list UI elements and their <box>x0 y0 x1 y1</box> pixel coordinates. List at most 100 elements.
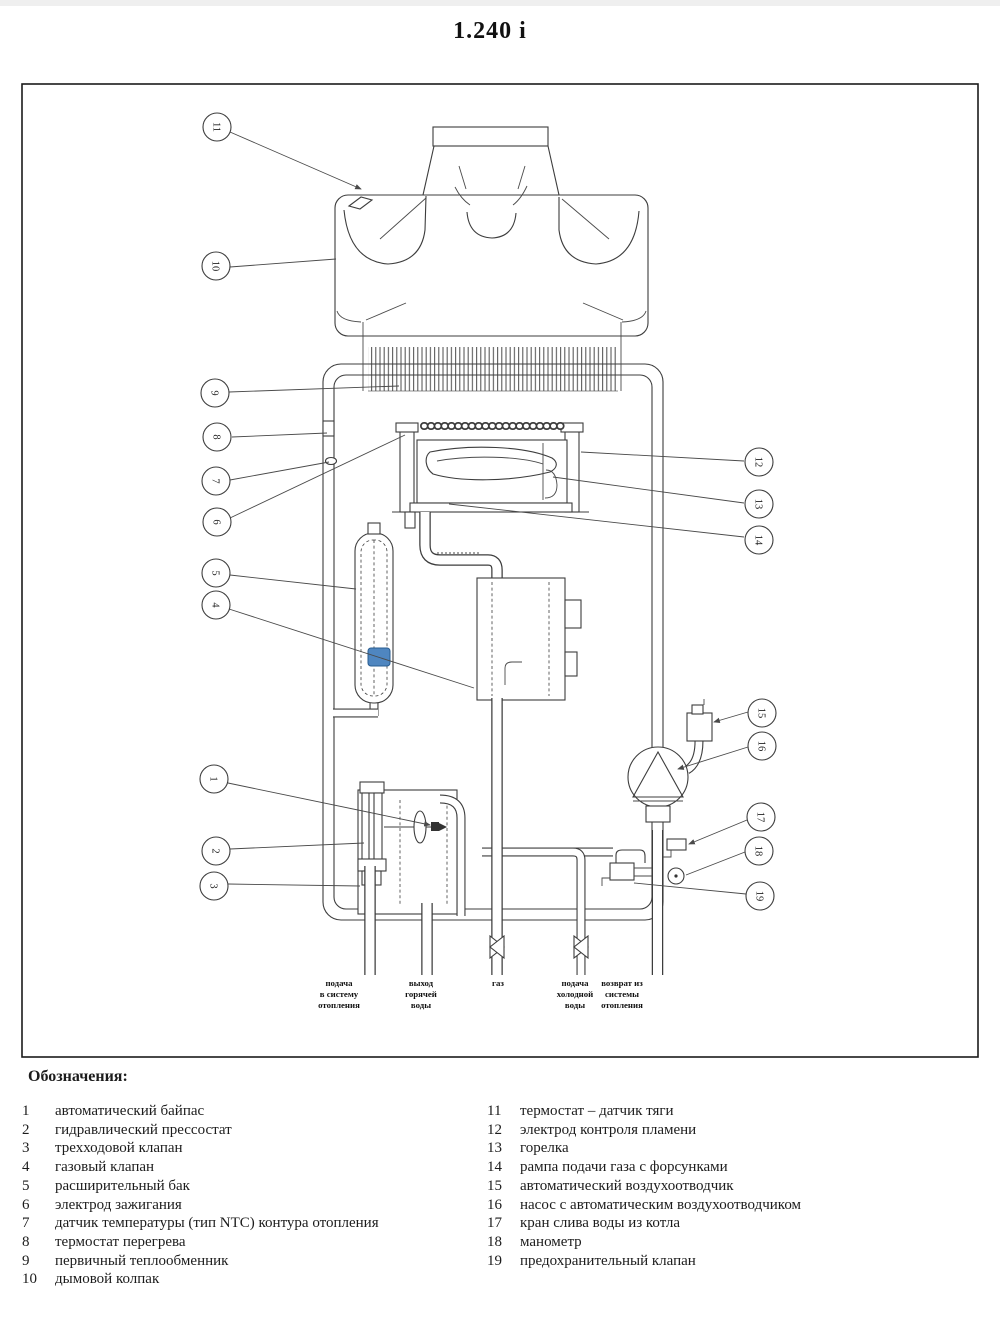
legend-item-number: 14 <box>487 1159 502 1176</box>
safety-valve <box>601 849 652 886</box>
legend-item-number: 1 <box>22 1103 30 1119</box>
svg-text:отопления: отопления <box>318 1000 360 1010</box>
svg-text:возврат из: возврат из <box>601 978 643 988</box>
air-vent <box>686 712 713 742</box>
bypass-valve-disc <box>413 810 427 844</box>
scan-edge <box>0 0 1000 6</box>
legend-item-text: насос с автоматическим воздухоотводчиком <box>520 1196 802 1213</box>
legend-heading: Обозначения: <box>28 1068 128 1085</box>
callout-9: 9 <box>200 378 230 408</box>
callout-10: 10 <box>201 251 231 281</box>
svg-text:15: 15 <box>756 708 767 719</box>
legend-item-number: 2 <box>22 1121 30 1138</box>
callout-17: 17 <box>746 802 776 832</box>
svg-text:8: 8 <box>211 434 222 439</box>
legend-item-number: 3 <box>22 1140 30 1157</box>
callout-6: 6 <box>202 507 232 537</box>
callout-18: 18 <box>744 836 774 866</box>
gas-feed-pipe <box>419 512 503 580</box>
svg-text:в систему: в систему <box>320 989 359 999</box>
callout-leader-lines <box>227 131 749 895</box>
svg-text:4: 4 <box>210 602 221 608</box>
legend-item: 15 автоматический воздухоотводчик <box>487 1177 972 1196</box>
legend-item-text: автоматический воздухоотводчик <box>520 1177 734 1194</box>
legend-item-number: 10 <box>22 1271 37 1288</box>
svg-text:горячей: горячей <box>405 989 437 999</box>
svg-text:5: 5 <box>210 570 221 575</box>
callout-19: 19 <box>745 881 775 911</box>
legend-item-number: 19 <box>487 1252 502 1269</box>
flue-hood <box>334 185 649 391</box>
legend-item-text: предохранительный клапан <box>520 1252 696 1269</box>
callout-2: 2 <box>201 836 231 866</box>
svg-text:16: 16 <box>756 741 767 752</box>
cold-shutoff-valve <box>573 934 589 960</box>
legend-item-number: 6 <box>22 1196 30 1213</box>
legend-item: 19 предохранительный клапан <box>487 1252 972 1271</box>
page-title: 1.240 i <box>453 18 527 44</box>
svg-text:системы: системы <box>605 989 639 999</box>
legend-item-text: расширительный бак <box>55 1177 190 1194</box>
svg-text:1: 1 <box>208 776 219 781</box>
callout-7: 7 <box>201 466 231 496</box>
legend-item-number: 15 <box>487 1177 502 1194</box>
legend-item-text: автоматический байпас <box>55 1103 205 1119</box>
legend-item-number: 5 <box>22 1177 30 1194</box>
legend-item-text: первичный теплообменник <box>55 1252 229 1269</box>
callout-12: 12 <box>744 447 774 477</box>
legend-item-number: 16 <box>487 1196 502 1213</box>
callouts: 11 10 9 8 7 6 5 4 1 2 3 12 13 14 15 16 1… <box>199 112 777 911</box>
callout-4: 4 <box>201 590 231 620</box>
overheat-thermostat <box>322 420 335 437</box>
legend-item-number: 7 <box>22 1215 30 1232</box>
service-pipes <box>364 698 664 975</box>
legend-item-text: горелка <box>520 1140 569 1157</box>
svg-text:17: 17 <box>755 812 766 823</box>
svg-text:10: 10 <box>210 261 221 272</box>
callout-11: 11 <box>202 112 232 142</box>
svg-text:2: 2 <box>210 848 221 853</box>
draft-thermostat <box>347 196 374 210</box>
legend-item-number: 4 <box>22 1159 30 1176</box>
callout-8: 8 <box>202 422 232 452</box>
right-fittings <box>601 838 687 886</box>
svg-text:11: 11 <box>211 122 222 132</box>
pump-group <box>627 699 713 823</box>
svg-text:подача: подача <box>325 978 353 988</box>
legend-item: 16 насос с автоматическим воздухоотводчик… <box>487 1196 972 1215</box>
pipe-labels: подача в систему отопления выход горячей… <box>318 978 643 1010</box>
callout-5: 5 <box>201 558 231 588</box>
burner-assembly <box>392 422 589 529</box>
legend-item-text: манометр <box>520 1233 582 1250</box>
svg-text:7: 7 <box>210 478 221 483</box>
legend-item-text: электрод контроля пламени <box>520 1121 697 1138</box>
burner-flame <box>425 446 557 481</box>
svg-text:холодной: холодной <box>557 989 593 999</box>
svg-text:отопления: отопления <box>601 1000 643 1010</box>
gas-ramp <box>409 502 573 513</box>
callout-16: 16 <box>747 731 777 761</box>
legend-item-number: 8 <box>22 1233 30 1250</box>
callout-3: 3 <box>199 871 229 901</box>
cold-water-line <box>482 847 613 975</box>
svg-text:газ: газ <box>492 978 504 988</box>
callout-1: 1 <box>199 764 229 794</box>
svg-text:выход: выход <box>409 978 434 988</box>
svg-text:14: 14 <box>753 535 764 546</box>
svg-text:12: 12 <box>753 457 764 468</box>
legend-item-number: 12 <box>487 1121 502 1138</box>
drain-tap <box>666 838 687 851</box>
legend-item-number: 18 <box>487 1233 502 1250</box>
legend-item-text: датчик температуры (тип NTC) контура ото… <box>55 1215 379 1232</box>
gas-shutoff-valve <box>489 934 505 960</box>
